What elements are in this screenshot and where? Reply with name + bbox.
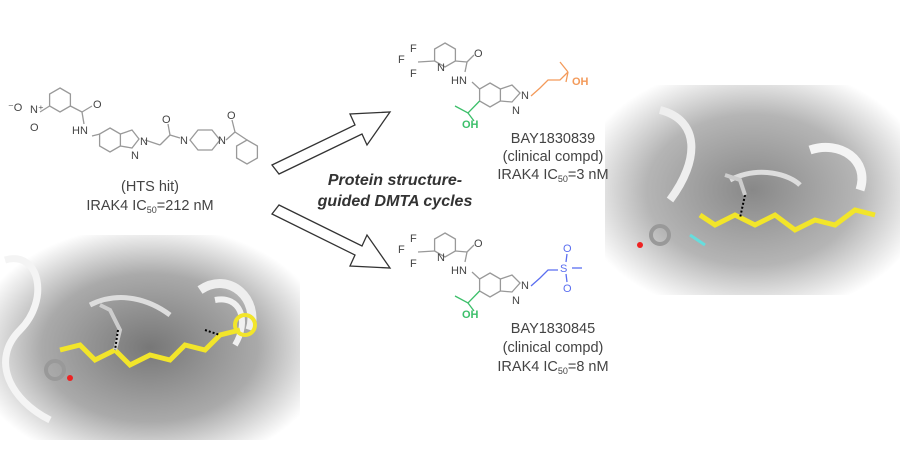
atom-label: F (398, 54, 405, 66)
atom-label: HN (72, 125, 88, 137)
atom-label: O (93, 99, 102, 111)
hts-hit-structure: ⁻O N⁺ O O HN N N O N N O (8, 87, 259, 165)
atom-label: N (140, 136, 148, 148)
ligand-sticks (59, 327, 241, 369)
bay1830845-structure: F F F N O HN N N OH S O O (398, 232, 582, 321)
atom-label: F (410, 258, 417, 270)
compound-2-status: (clinical compd) (503, 340, 604, 356)
dmta-text-line1: Protein structure- (328, 172, 462, 189)
atom-label: O (474, 48, 483, 60)
atom-label: N (131, 150, 139, 162)
atom-label: O (30, 122, 39, 134)
atom-label: HN (451, 75, 467, 87)
atom-label: O (474, 238, 483, 250)
atom-label: O (563, 243, 572, 255)
arrow-up-right (270, 111, 392, 175)
atom-label: OH (462, 119, 479, 131)
atom-label: O (563, 283, 572, 295)
compound-2-name: BAY1830845 (511, 321, 595, 337)
atom-label: ⁻O (8, 102, 23, 114)
atom-label: F (398, 244, 405, 256)
atom-label: HN (451, 265, 467, 277)
atom-label: N (437, 252, 445, 264)
atom-label: F (410, 233, 417, 245)
atom-label: OH (572, 76, 589, 88)
arrow-down-right (270, 204, 392, 269)
atom-label: F (410, 68, 417, 80)
atom-label: O (162, 114, 171, 126)
bay1830839-structure: F F F N O HN N N OH OH (398, 42, 589, 131)
atom-label: N (512, 295, 520, 307)
atom-label: OH (462, 309, 479, 321)
atom-label: N (512, 105, 520, 117)
protein-complex-hts-image (0, 235, 300, 440)
atom-label: N (521, 90, 529, 102)
atom-label: F (410, 43, 417, 55)
atom-label: N⁺ (30, 104, 44, 116)
protein-complex-clinical-image (605, 85, 900, 295)
atom-label: S (560, 263, 567, 275)
atom-label: N (180, 135, 188, 147)
dmta-text-line2: guided DMTA cycles (317, 193, 473, 210)
atom-label: N (218, 135, 226, 147)
hts-hit-activity: IRAK4 IC50=212 nM (86, 198, 213, 215)
compound-1-activity: IRAK4 IC50=3 nM (497, 167, 608, 184)
compound-1-name: BAY1830839 (511, 131, 595, 147)
compound-1-status: (clinical compd) (503, 149, 604, 165)
hts-hit-label: (HTS hit) (121, 179, 179, 195)
atom-label: N (521, 280, 529, 292)
compound-2-activity: IRAK4 IC50=8 nM (497, 359, 608, 376)
atom-label: N (437, 62, 445, 74)
atom-label: O (227, 110, 236, 122)
ligand-sticks (698, 207, 876, 233)
